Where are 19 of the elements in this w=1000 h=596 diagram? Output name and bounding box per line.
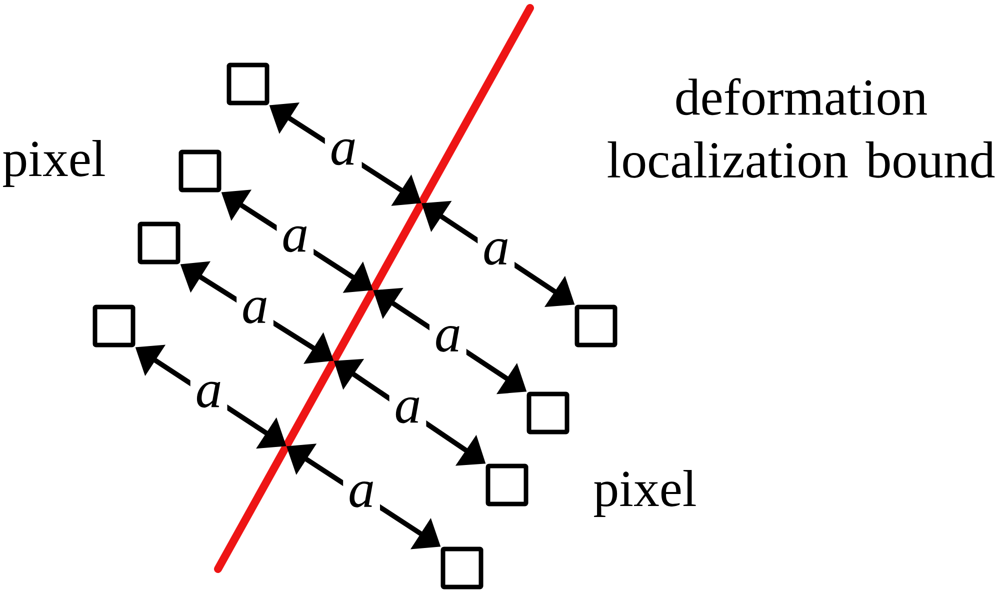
pixel-square — [486, 464, 528, 506]
pixel-square — [226, 62, 270, 106]
pixel-square — [574, 304, 618, 348]
edge-label: a — [324, 134, 362, 170]
pixel-square — [92, 304, 136, 348]
edge-label: a — [236, 292, 274, 328]
edge-label: a — [343, 476, 380, 512]
pixel-square — [526, 392, 570, 434]
pixel-square — [178, 150, 222, 192]
edge-label: a — [478, 234, 515, 270]
edge-label: a — [190, 376, 228, 413]
edge-label: a — [389, 392, 426, 428]
pixel-square — [440, 546, 484, 590]
pixel-square — [138, 222, 180, 264]
label: pixel — [594, 470, 696, 518]
edge-label: a — [276, 221, 314, 258]
edge-label: a — [429, 321, 466, 357]
label: pixel — [3, 140, 105, 188]
label: deformation localization bound — [608, 78, 995, 178]
